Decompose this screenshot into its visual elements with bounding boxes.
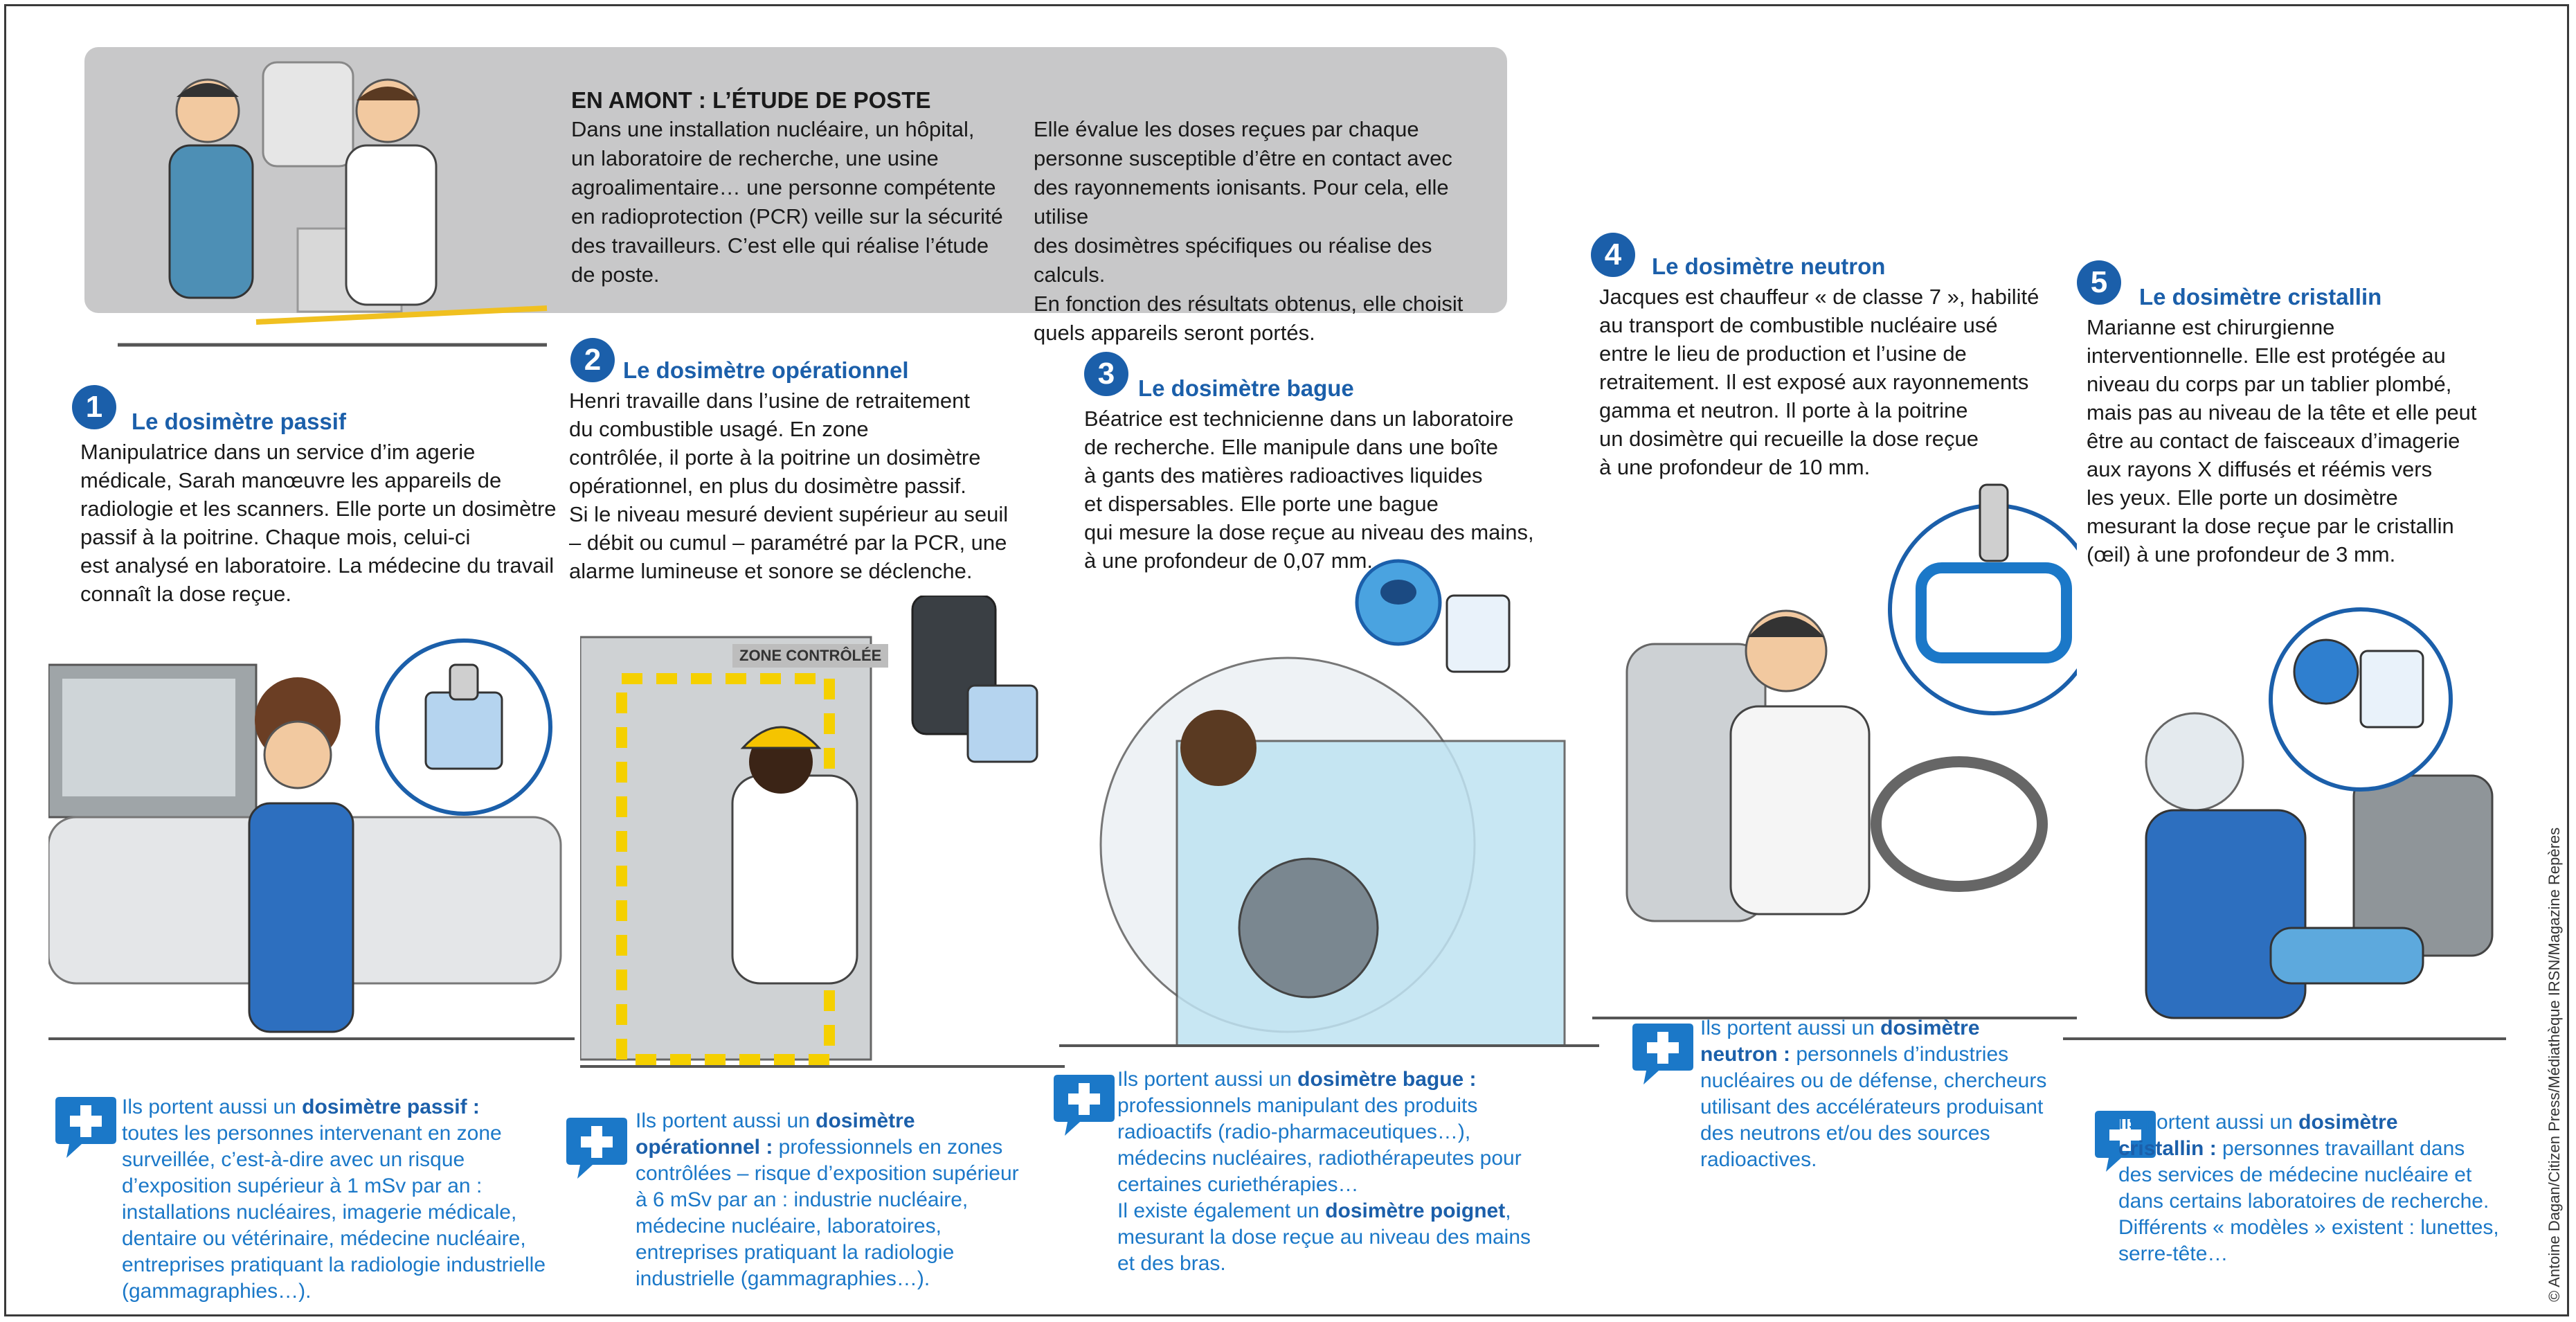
page-frame (4, 4, 2569, 1316)
section-5-also: Ils portent aussi un dosimètre cristalli… (2118, 1109, 2541, 1267)
section-5-also-text: personnes travaillant dans des services … (2118, 1137, 2499, 1265)
section-2-illustration (580, 596, 1065, 1068)
section-1-also-prefix: Ils portent aussi un (122, 1096, 303, 1118)
section-4-plus-icon (1632, 1024, 1693, 1084)
zone-controlee-sign: ZONE CONTRÔLÉE (732, 644, 889, 668)
section-5-illustration (2063, 607, 2506, 1040)
section-1-also: Ils portent aussi un dosimètre passif : … (122, 1094, 565, 1305)
section-4-title: Le dosimètre neutron (1652, 253, 1886, 279)
section-1-text: Manipulatrice dans un service d’im ageri… (80, 440, 557, 606)
section-3-also-bold: dosimètre bague : (1297, 1068, 1477, 1091)
section-5-text: Marianne est chirurgienne interventionne… (2087, 315, 2477, 566)
section-3-also-prefix: Ils portent aussi un (1117, 1068, 1298, 1091)
section-3-plus-icon (1054, 1075, 1115, 1136)
section-2-also-bold: dosimètre opérationnel : (636, 1109, 915, 1159)
section-3-title: Le dosimètre bague (1138, 375, 1354, 401)
intro-illustration (118, 61, 548, 347)
section-4-text: Jacques est chauffeur « de classe 7 », h… (1599, 285, 2039, 479)
section-4-also-prefix: Ils portent aussi un (1700, 1017, 1881, 1039)
section-2-text: Henri travaille dans l’usine de retraite… (569, 388, 1009, 583)
section-4-also: Ils portent aussi un dosimètre neutron :… (1700, 1015, 2088, 1173)
section-2-number: 2 (570, 338, 615, 382)
section-1-plus-icon (55, 1097, 116, 1158)
section-3-illustration (1059, 559, 1599, 1047)
section-5-also-bold: dosimètre cristallin : (2118, 1111, 2398, 1160)
intro-text-col1: Dans une installation nucléaire, un hôpi… (571, 117, 1003, 287)
photo-credit: © Antoine Dagan/Citizen Press/Médiathèqu… (2546, 827, 2563, 1302)
section-3-also-text2: , mesurant la dose reçue au niveau des m… (1117, 1199, 1531, 1275)
section-4-also-text: personnels d’industries nucléaires ou de… (1700, 1043, 2047, 1171)
section-2-also-prefix: Ils portent aussi un (636, 1109, 816, 1132)
section-3-text: Béatrice est technicienne dans un labora… (1084, 407, 1534, 573)
section-4-number: 4 (1591, 233, 1635, 277)
section-4-also-bold: dosimètre neutron : (1700, 1017, 1980, 1066)
section-3-number: 3 (1084, 352, 1128, 396)
section-4-illustration (1592, 483, 2077, 1019)
intro-title: EN AMONT : L’ÉTUDE DE POSTE (571, 87, 931, 113)
section-3-also-bold2: dosimètre poignet (1325, 1199, 1506, 1222)
section-3-also: Ils portent aussi un dosimètre bague : p… (1117, 1066, 1602, 1277)
section-1-illustration (48, 638, 575, 1040)
section-3-also-text: professionnels manipulant des produits r… (1117, 1094, 1522, 1222)
section-1-number: 1 (72, 385, 116, 429)
section-5-title: Le dosimètre cristallin (2139, 284, 2382, 310)
section-1-also-bold: dosimètre passif : (302, 1096, 480, 1118)
intro-text-col2: Elle évalue les doses reçues par chaque … (1034, 117, 1463, 345)
section-1-also-text: toutes les personnes intervenant en zone… (122, 1122, 546, 1303)
section-5-also-prefix: Ils portent aussi un (2118, 1111, 2299, 1134)
section-2-plus-icon (566, 1118, 627, 1179)
section-5-plus-icon (2095, 1111, 2156, 1172)
section-5-number: 5 (2077, 260, 2121, 305)
section-2-title: Le dosimètre opérationnel (623, 357, 909, 383)
section-2-also: Ils portent aussi un dosimètre opération… (636, 1108, 1065, 1292)
section-1-title: Le dosimètre passif (132, 409, 346, 434)
section-2-also-text: professionnels en zones contrôlées – ris… (636, 1136, 1019, 1290)
